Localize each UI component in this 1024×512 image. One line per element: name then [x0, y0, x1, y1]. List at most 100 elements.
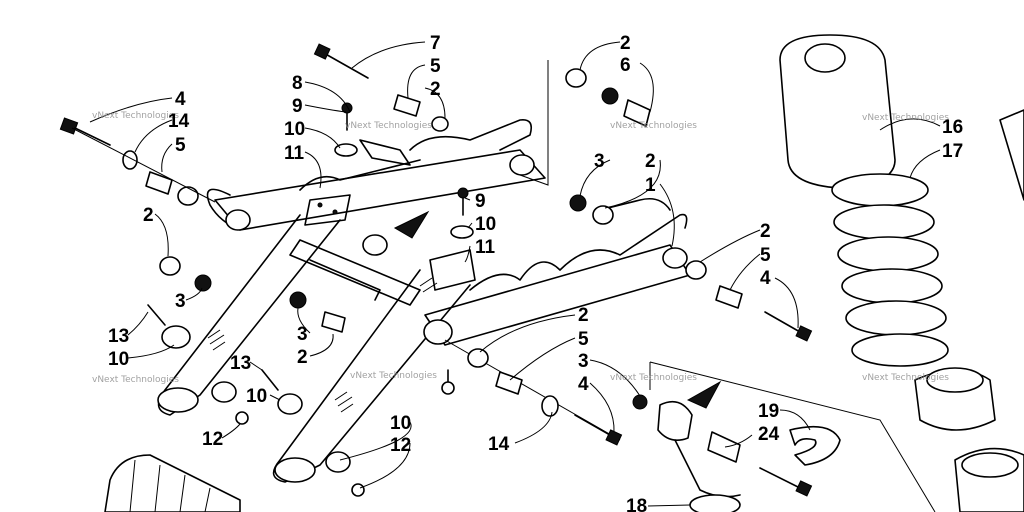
right-link-eye — [274, 457, 316, 483]
upper-left-hardware — [59, 117, 216, 292]
callout-label: 5 — [578, 329, 589, 350]
callout-label: 13 — [230, 353, 251, 374]
callout-label: 10 — [108, 349, 129, 370]
nut — [351, 483, 365, 497]
callout-label: 5 — [430, 56, 441, 77]
washer — [211, 381, 237, 403]
spacer-sleeve — [715, 285, 743, 309]
spacer-sleeve — [495, 371, 523, 395]
bracket-tab — [359, 139, 411, 166]
washer — [450, 225, 474, 239]
washer — [122, 150, 138, 170]
lower-center-hardware — [444, 339, 623, 446]
bracket-boss — [362, 234, 388, 256]
washer — [325, 451, 351, 473]
callout-label: 2 — [620, 33, 631, 54]
callout-label: 13 — [108, 326, 129, 347]
coil-spring — [831, 173, 949, 367]
lower-bushing-right — [662, 247, 688, 269]
nut — [235, 411, 249, 425]
arrow-indicator — [686, 380, 722, 409]
callout-label: 3 — [578, 351, 589, 372]
nut — [569, 194, 587, 212]
right-hardware — [519, 60, 813, 342]
callout-label: 17 — [942, 141, 963, 162]
watermark-text: vNext Technologies — [92, 111, 179, 121]
shock-eye — [689, 494, 741, 512]
watermark-text: vNext Technologies — [610, 373, 697, 383]
callout-label: 18 — [626, 496, 647, 512]
callout-label: 2 — [430, 79, 441, 100]
right-link — [272, 249, 476, 483]
arrow-indicator — [393, 210, 430, 239]
callout-label: 11 — [284, 143, 305, 164]
left-link-plate — [304, 194, 351, 226]
hatch-mark — [334, 391, 354, 413]
boot-top — [804, 43, 846, 73]
callout-label: 2 — [578, 305, 589, 326]
bushing — [431, 116, 449, 132]
callout-label: 10 — [284, 119, 305, 140]
watermark-text: vNext Technologies — [345, 121, 432, 131]
bolt-head — [795, 480, 813, 497]
spacer-sleeve — [707, 431, 741, 463]
callout-label: 4 — [175, 89, 186, 110]
bolt-shaft — [574, 414, 611, 436]
callout-label: 24 — [758, 424, 780, 445]
lower-crossbar — [424, 244, 691, 346]
washer — [334, 143, 358, 157]
callout-label: 1 — [645, 175, 656, 196]
washer — [277, 393, 303, 415]
callout-label: 3 — [297, 324, 308, 345]
callout-label: 11 — [475, 237, 496, 258]
lower-arm-assembly — [423, 197, 691, 346]
leader-lines — [89, 41, 941, 507]
bracket-fold — [309, 259, 381, 301]
callout-label: 6 — [620, 55, 631, 76]
callout-label: 8 — [292, 73, 303, 94]
watermark-text: vNext Technologies — [350, 371, 437, 381]
bolt-shaft — [261, 369, 279, 391]
bolt-shaft — [74, 127, 111, 146]
callout-label: 5 — [175, 135, 186, 156]
flange-bushing — [623, 99, 651, 127]
bushing — [177, 186, 199, 206]
right-link-arm — [272, 269, 471, 483]
nut — [632, 394, 648, 410]
lower-bushing-left — [423, 319, 453, 345]
callout-label: 12 — [202, 429, 223, 450]
watermarks: vNext Technologies vNext Technologies vN… — [92, 111, 949, 385]
shock-body-edge — [999, 109, 1024, 201]
roller-groove — [129, 459, 211, 512]
lower-linkage — [632, 361, 936, 512]
bushing — [467, 348, 489, 368]
bolt-shaft — [759, 467, 801, 489]
right-link-plate — [429, 249, 476, 291]
watermark-text: vNext Technologies — [862, 373, 949, 383]
callout-label: 3 — [175, 291, 186, 312]
spacer-sleeve — [321, 311, 346, 333]
callout-label: 5 — [760, 245, 771, 266]
plate-hole — [317, 202, 323, 208]
callout-label: 2 — [760, 221, 771, 242]
bracket-plate — [289, 239, 421, 306]
arm-bushing-left — [225, 209, 251, 231]
callout-label: 2 — [143, 205, 154, 226]
nut — [441, 381, 455, 395]
reference-bracket-line — [519, 60, 549, 186]
roller-wheel — [104, 454, 241, 512]
callout-label: 4 — [760, 268, 771, 289]
spacer-sleeve — [393, 94, 421, 117]
bolt-head — [605, 429, 623, 446]
callout-label: 19 — [758, 401, 779, 422]
bolt-head — [457, 187, 469, 199]
leader-centerline — [71, 127, 216, 203]
arm-top-bracket — [409, 118, 533, 151]
bushing — [685, 260, 707, 280]
center-hardware — [147, 187, 474, 497]
lower-rail — [469, 213, 688, 291]
callout-label: 4 — [578, 374, 589, 395]
callout-label: 16 — [942, 117, 963, 138]
callout-label: 10 — [390, 413, 411, 434]
bottom-roller — [104, 454, 241, 512]
